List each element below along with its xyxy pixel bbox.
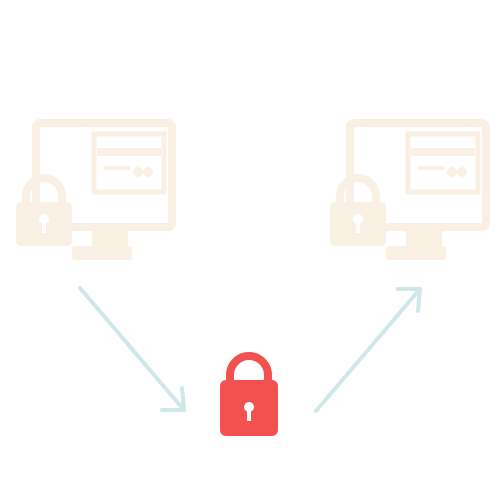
right-secure-payment-device-icon	[330, 119, 490, 260]
card-icon	[91, 131, 167, 195]
left-secure-payment-device-icon	[16, 119, 176, 260]
monitor-icon	[346, 119, 490, 260]
small-padlock-icon	[330, 174, 386, 246]
arrow-down-right-icon	[78, 286, 186, 412]
arrow-up-right-icon	[314, 287, 422, 413]
card-icon	[405, 131, 481, 195]
monitor-icon	[32, 119, 176, 260]
small-padlock-icon	[16, 174, 72, 246]
center-padlock-icon	[220, 352, 278, 436]
